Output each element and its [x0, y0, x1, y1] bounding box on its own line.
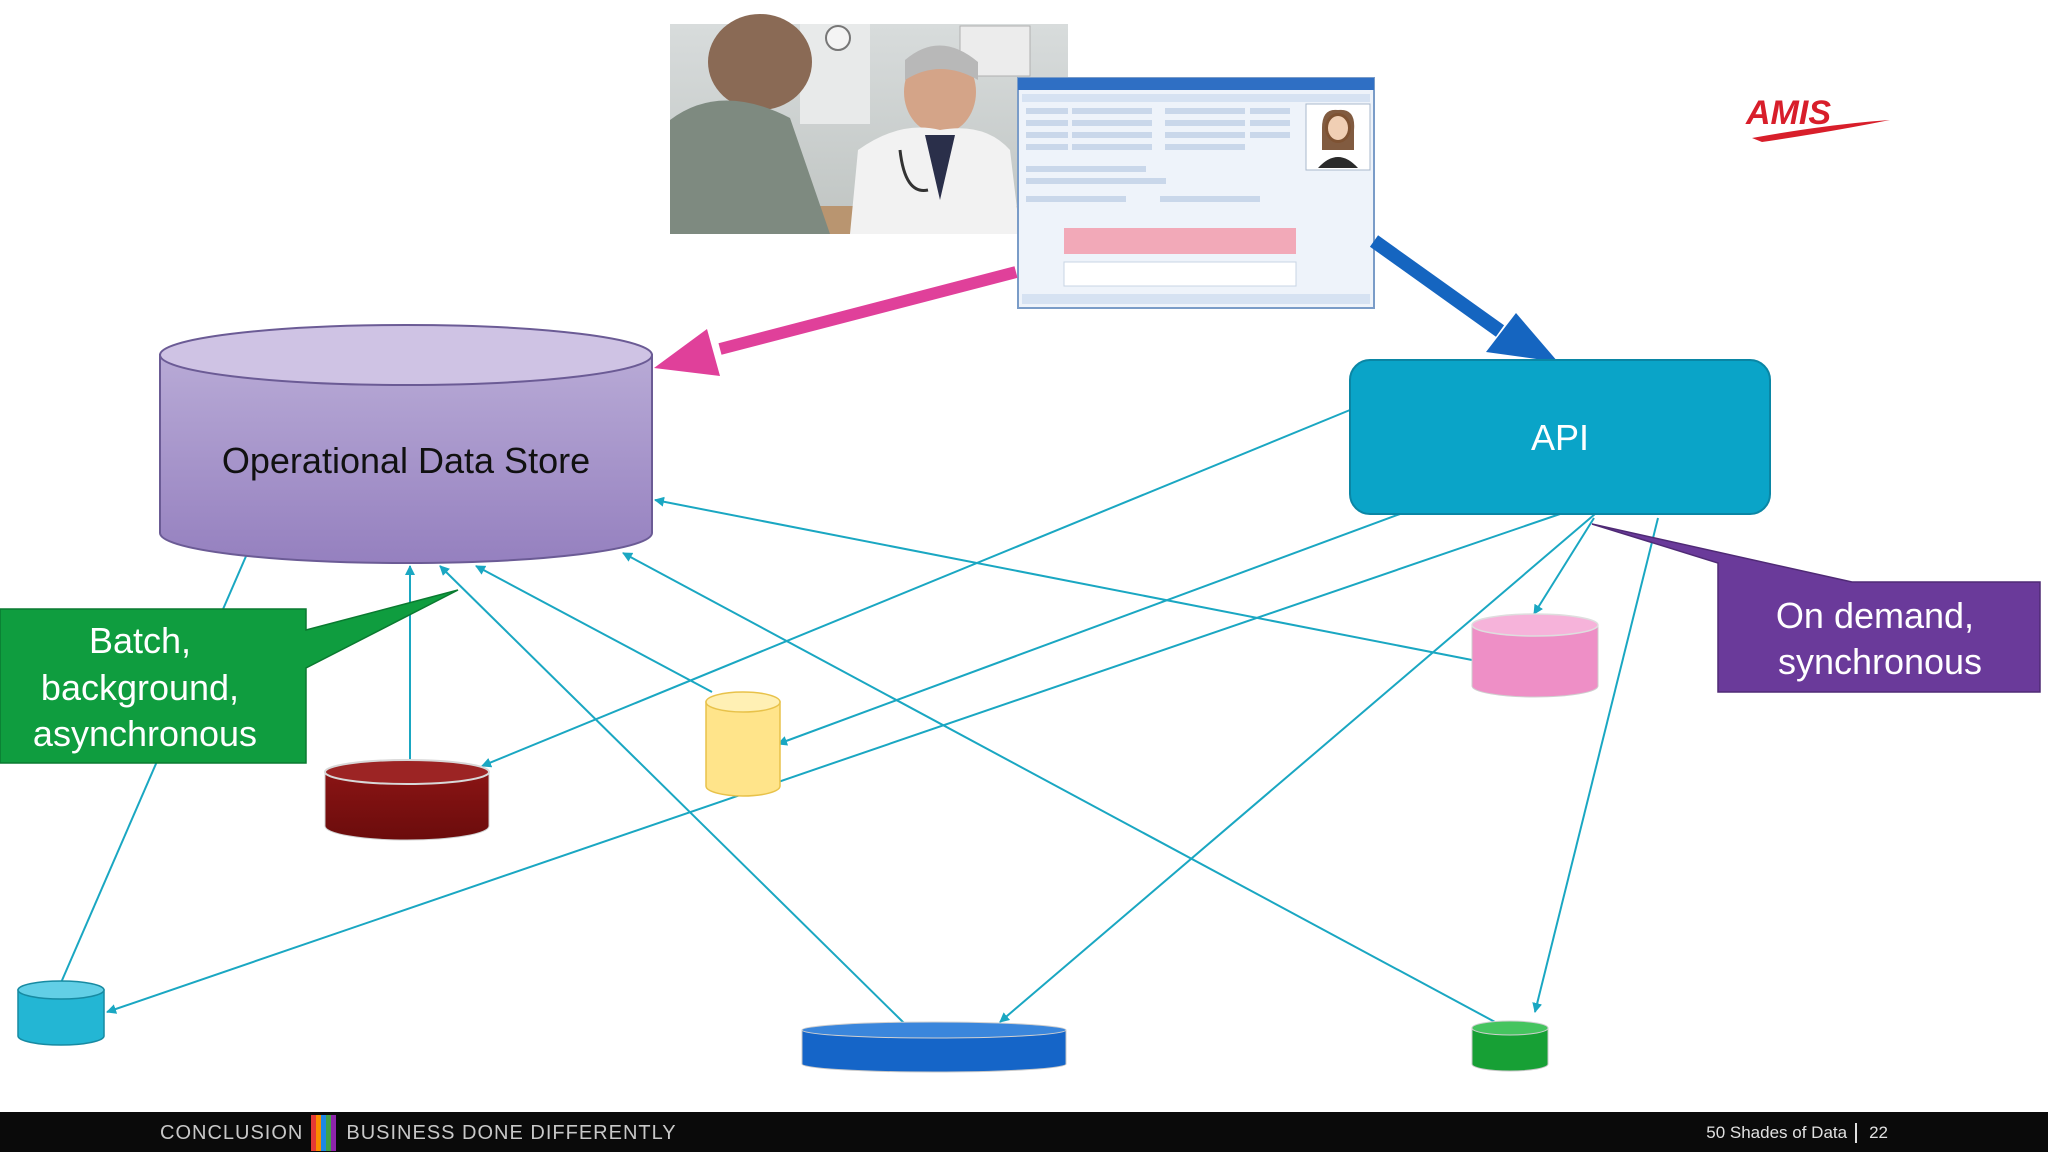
connector-api-to-pink-db: [1533, 517, 1595, 615]
db-cyan: [17, 980, 105, 1046]
db-green: [1471, 1020, 1549, 1072]
footer-color-stripes: [311, 1115, 337, 1151]
connector-api-to-darkred-db: [481, 409, 1351, 768]
connector-api-to-green-db: [1532, 517, 1659, 1013]
footer-separator: [1855, 1123, 1858, 1143]
on-demand-line-2: synchronous: [1778, 641, 1982, 682]
connector-pink-db-to-ods: [654, 496, 1473, 661]
connector-lines: [59, 409, 1659, 1025]
connector-api-to-blue-db: [999, 513, 1596, 1023]
on-demand-callout-text: On demand, synchronous: [1776, 595, 1984, 682]
on-demand-callout: On demand, synchronous: [1591, 523, 2041, 693]
amis-logo: AMIS: [1745, 94, 1890, 142]
api-box: API: [1349, 359, 1771, 515]
footer-deck-title: 50 Shades of Data: [1706, 1123, 1848, 1142]
batch-line-2: background,: [41, 667, 239, 708]
doctor-patient-photo: [670, 14, 1068, 235]
ods-label: Operational Data Store: [222, 440, 590, 481]
footer-bar: CONCLUSION BUSINESS DONE DIFFERENTLY 50 …: [0, 1112, 2048, 1152]
patient-record-app-screenshot: [1017, 77, 1375, 309]
db-yellow: [705, 691, 781, 797]
on-demand-line-1: On demand,: [1776, 595, 1974, 636]
db-dark-red: [324, 759, 490, 841]
db-pink: [1471, 613, 1599, 698]
batch-line-3: asynchronous: [33, 713, 257, 754]
blue-request-arrow: [1369, 235, 1558, 362]
pink-write-arrow: [654, 266, 1018, 376]
connector-blue-db-to-ods: [439, 565, 906, 1025]
amis-logo-text: AMIS: [1745, 94, 1831, 132]
connector-green-db-to-ods: [622, 552, 1496, 1023]
footer-left: CONCLUSION BUSINESS DONE DIFFERENTLY: [160, 1115, 677, 1151]
footer-page-number: 22: [1869, 1123, 1888, 1142]
db-blue: [801, 1021, 1067, 1073]
connector-api-to-cyan-db: [106, 513, 1561, 1014]
connector-yellow-db-to-ods: [475, 565, 713, 693]
batch-line-1: Batch,: [89, 620, 191, 661]
connector-api-to-yellow-db: [777, 513, 1401, 746]
footer-right: 50 Shades of Data 22: [1706, 1122, 1888, 1144]
api-label: API: [1531, 417, 1589, 458]
operational-data-store: Operational Data Store: [159, 324, 653, 564]
footer-tagline: BUSINESS DONE DIFFERENTLY: [346, 1121, 677, 1144]
batch-callout-text: Batch, background, asynchronous: [33, 620, 257, 754]
footer-section: CONCLUSION: [160, 1121, 304, 1144]
batch-callout: Batch, background, asynchronous: [0, 589, 459, 764]
